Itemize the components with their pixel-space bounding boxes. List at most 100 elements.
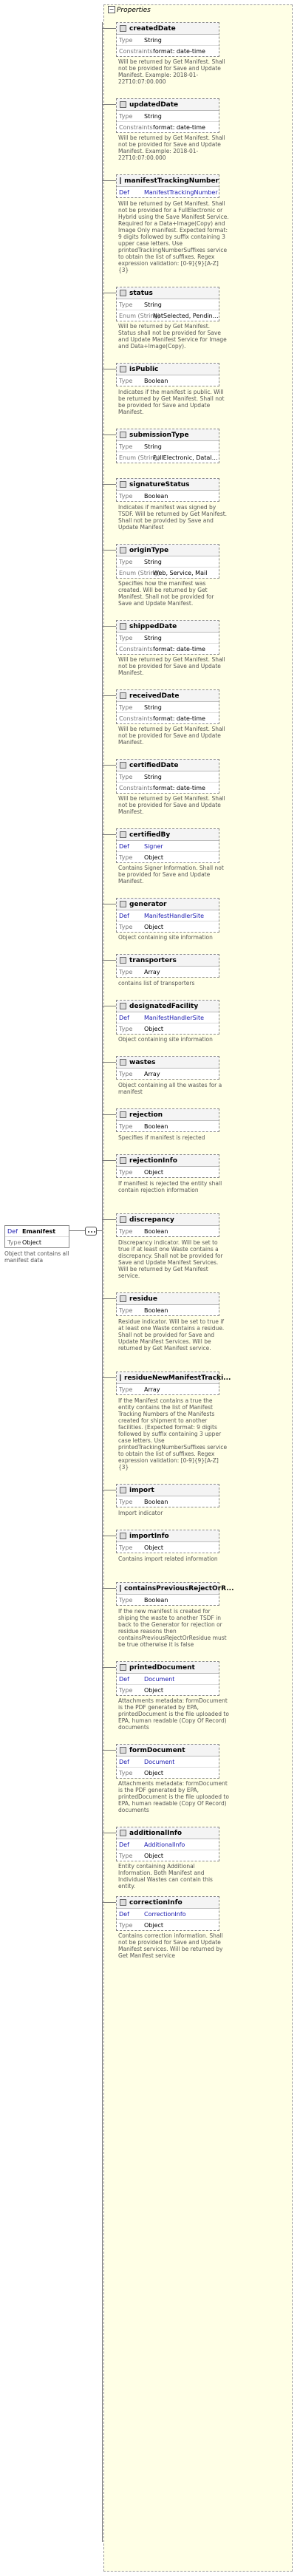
property-attr-key: Constraints (119, 715, 153, 722)
property-attr-key: Enum (String) (119, 454, 160, 461)
property-description: If the new manifest is created for shipi… (118, 1608, 227, 1648)
property-description: Object containing site information (118, 934, 213, 941)
property-attr-value: Array (144, 1386, 160, 1393)
property-expand-icon[interactable] (120, 1295, 126, 1302)
property-expand-icon[interactable] (120, 1664, 126, 1671)
property-attr-row: Enum (String)NotSelected, Pending, ... (117, 310, 219, 321)
property-attr-value: String (144, 558, 162, 565)
property-expand-icon[interactable] (120, 623, 126, 630)
property-expand-icon[interactable] (120, 957, 126, 964)
property-description: Will be returned by Get Manifest. Shall … (118, 795, 225, 815)
property-expand-icon[interactable] (120, 762, 126, 769)
property-expand-icon[interactable] (120, 1374, 121, 1381)
property-attr-key: Type (119, 1498, 133, 1505)
sequence-icon (85, 1227, 97, 1236)
property-expand-icon[interactable] (120, 692, 126, 699)
property-expand-icon[interactable] (120, 1111, 126, 1118)
property-attr-value: NotSelected, Pending, ... (153, 312, 219, 319)
property-attr-key: Constraints (119, 123, 153, 131)
property-expand-icon[interactable] (120, 1487, 126, 1493)
property-expand-icon[interactable] (120, 1059, 126, 1066)
property-attr-key: Def (119, 1910, 129, 1918)
property-expand-icon[interactable] (120, 547, 126, 553)
property-name: shippedDate (129, 622, 177, 630)
property-expand-icon[interactable] (120, 1157, 126, 1164)
property-expand-icon[interactable] (120, 1533, 126, 1539)
property-attr-value[interactable]: AdditionalInfo (144, 1841, 185, 1848)
property-description: Residue indicator. Will be set to true i… (118, 1318, 225, 1352)
property-attr-value[interactable]: Signer (144, 842, 163, 850)
property-attr-key: Type (119, 1306, 133, 1314)
property-name: containsPreviousRejectOrR... (124, 1584, 234, 1592)
property-expand-icon[interactable] (120, 1585, 121, 1592)
property-attr-key: Type (119, 1227, 133, 1235)
property-expand-icon[interactable] (120, 290, 126, 296)
property-expand-icon[interactable] (120, 25, 126, 32)
property-expand-icon[interactable] (120, 177, 122, 184)
property-attr-key: Type (119, 968, 133, 975)
property-expand-icon[interactable] (120, 432, 126, 438)
property-attr-value[interactable]: ManifestHandlerSite (144, 912, 204, 919)
root-element-box[interactable]: Def Emanifest Type Object (4, 1225, 69, 1248)
property-connector (102, 960, 116, 961)
property-expand-icon[interactable] (120, 1899, 126, 1906)
property-name: formDocument (129, 1746, 185, 1754)
property-expand-icon[interactable] (120, 101, 126, 108)
property-expand-icon[interactable] (120, 1747, 126, 1754)
property-attr-value[interactable]: CorrectionInfo (144, 1910, 186, 1918)
property-expand-icon[interactable] (120, 481, 126, 488)
collapse-icon[interactable]: − (108, 6, 115, 13)
property-attr-value[interactable]: Document (144, 1675, 175, 1683)
property-attr-value: Boolean (144, 377, 168, 384)
property-description: Indicates if manifest was signed by TSDF… (118, 504, 228, 531)
property-connector (102, 1750, 116, 1751)
property-description: If manifest is rejected the entity shall… (118, 1180, 222, 1193)
property-connector (102, 1160, 116, 1161)
property-attr-value[interactable]: ManifestTrackingNumber (144, 188, 218, 196)
property-expand-icon[interactable] (120, 901, 126, 907)
property-attr-value: format: date-time (153, 47, 205, 55)
property-expand-icon[interactable] (120, 1830, 126, 1836)
property-attr-value[interactable]: ManifestHandlerSite (144, 1014, 204, 1021)
property-attr-value[interactable]: Document (144, 1758, 175, 1765)
property-name: originType (129, 546, 169, 554)
property-attr-value: String (144, 443, 162, 450)
property-name: printedDocument (129, 1663, 195, 1672)
property-expand-icon[interactable] (120, 1216, 126, 1223)
property-expand-icon[interactable] (120, 1003, 126, 1009)
property-expand-icon[interactable] (120, 831, 126, 838)
property-expand-icon[interactable] (120, 366, 126, 372)
